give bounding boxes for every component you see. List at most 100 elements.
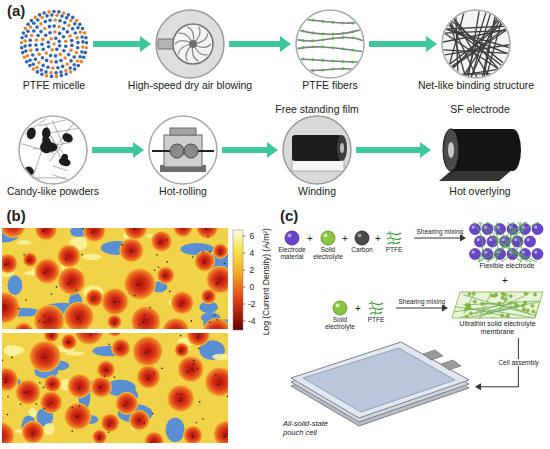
circle-shape: [104, 375, 106, 377]
circle-shape: [29, 39, 33, 43]
connector-line: [92, 147, 134, 153]
circle-shape: [56, 66, 60, 70]
circle-shape: [44, 70, 48, 74]
circle-shape: [43, 408, 45, 410]
circle-shape: [465, 315, 468, 318]
circle-shape: [24, 34, 28, 38]
circle-shape: [342, 60, 345, 63]
circle-shape: [60, 14, 64, 18]
plus-sign: +: [342, 233, 348, 244]
circle-shape: [184, 144, 198, 158]
arrow-head: [442, 305, 448, 312]
node-caption: PTFE: [376, 246, 412, 253]
line-shape: [53, 166, 68, 171]
node-caption: Candy-like powders: [3, 185, 103, 197]
circle-shape: [192, 256, 194, 258]
circle-shape: [20, 41, 24, 45]
circle-shape: [202, 418, 204, 420]
circle-shape: [91, 299, 93, 301]
circle-shape: [536, 314, 539, 317]
circle-shape: [195, 251, 215, 271]
circle-shape: [64, 69, 68, 73]
circle-shape: [488, 311, 491, 314]
node-caption: High-speed dry air blowing: [123, 79, 257, 91]
circle-shape: [59, 52, 63, 56]
circle-shape: [75, 51, 79, 55]
circle-shape: [62, 27, 66, 31]
circle-shape: [39, 22, 43, 26]
arrow-head: [133, 142, 144, 158]
circle-shape: [113, 301, 115, 303]
line-shape: [52, 175, 81, 186]
circle-shape: [191, 320, 193, 322]
circle-shape: [224, 263, 226, 265]
circle-shape: [130, 410, 150, 430]
electrode-sketch-art: [468, 222, 546, 262]
line-shape: [463, 301, 540, 305]
circle-shape: [112, 339, 130, 357]
circle-shape: [78, 23, 82, 27]
ellipse-shape: [23, 165, 36, 178]
circle-shape: [23, 56, 27, 60]
circle-shape: [41, 64, 45, 68]
circle-shape: [209, 321, 211, 323]
circle-shape: [49, 54, 53, 58]
circle-shape: [52, 24, 56, 28]
circle-shape: [69, 19, 73, 23]
ellipse-shape: [337, 135, 347, 161]
circle-shape: [151, 231, 171, 251]
circle-shape: [82, 56, 86, 60]
circle-shape: [526, 309, 529, 312]
circle-shape: [311, 39, 314, 42]
circle-shape: [142, 321, 144, 323]
path-shape: [295, 28, 365, 34]
circle-shape: [70, 44, 74, 48]
process-step-art: [295, 9, 365, 79]
plus-sign: +: [502, 275, 508, 286]
path-shape: [479, 222, 537, 262]
circle-shape: [39, 382, 41, 384]
node-caption: Solid electrolyte: [322, 316, 358, 331]
circle-shape: [197, 337, 199, 339]
node-caption: All-solid-state pouch cell: [283, 420, 343, 437]
ellipse-shape: [58, 156, 72, 167]
circle-shape: [27, 260, 29, 262]
circle-shape: [351, 22, 354, 25]
circle-shape: [24, 391, 26, 393]
path-shape: [295, 19, 365, 23]
line-shape: [441, 25, 511, 74]
tick-label: 2: [250, 266, 255, 275]
arrow-head: [280, 36, 291, 52]
circle-shape: [84, 36, 88, 40]
process-step-art: [19, 9, 89, 79]
circle-shape: [147, 378, 149, 380]
line-shape: [464, 290, 476, 314]
circle-shape: [521, 304, 524, 307]
circle-shape: [321, 69, 324, 72]
connector-line: [414, 238, 461, 239]
circle-shape: [187, 333, 210, 346]
circle-shape: [84, 228, 106, 242]
circle-shape: [167, 239, 169, 241]
path-shape: [372, 301, 376, 315]
circle-shape: [123, 405, 125, 407]
circle-shape: [5, 264, 7, 266]
rect-shape: [158, 39, 174, 49]
circle-shape: [62, 11, 66, 15]
line-shape: [243, 236, 246, 237]
ellipse-shape: [38, 140, 54, 155]
circle-shape: [80, 321, 82, 323]
circle-shape: [501, 296, 504, 299]
circle-shape: [64, 302, 93, 329]
circle-shape: [44, 20, 48, 24]
circle-shape: [114, 323, 116, 325]
circle-shape: [311, 46, 314, 49]
line-shape: [243, 253, 246, 254]
circle-shape: [45, 74, 49, 78]
circle-shape: [44, 34, 48, 38]
circle-shape: [29, 25, 33, 29]
circle-shape: [46, 65, 50, 69]
circle-shape: [475, 236, 486, 247]
circle-shape: [81, 40, 85, 44]
circle-shape: [503, 293, 506, 296]
